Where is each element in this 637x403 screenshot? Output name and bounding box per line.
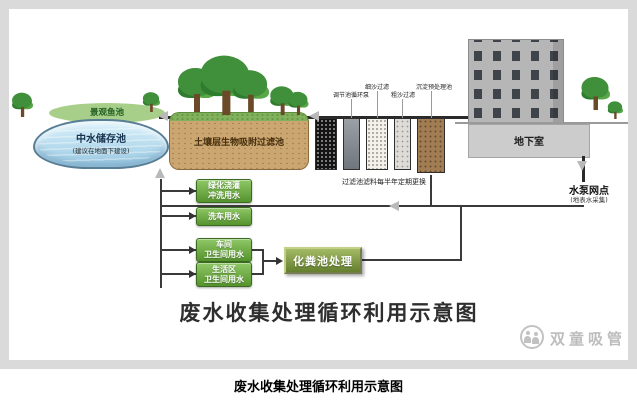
flow-septic-out [362,259,462,261]
leader-line [402,99,403,118]
leader-line [377,91,378,118]
tree-icon [231,70,269,112]
leader-line [351,99,352,118]
filter-column-gray [343,118,360,170]
flow-arrow-left-icon [309,111,319,121]
flow-line-left-riser [160,179,162,288]
flow-to-septic [264,260,278,262]
flow-arrow-down-icon [577,161,587,171]
flow-arrow-up-icon [155,168,165,178]
filter-column-carbon [315,118,337,170]
flow-column-drain [430,175,432,205]
tree-icon [580,77,610,110]
filter-column-coarse-sand [394,118,411,170]
use-box-line: 冲洗用水 [208,191,240,200]
flow-bracket-top [252,249,264,251]
storage-pond: 中水储存池 (建议在地面下建设) [33,119,169,169]
flow-stub-carwash [162,215,196,217]
diagram-title: 废水收集处理循环利用示意图 [179,301,479,325]
filter-label-coarse-sand: 粗沙过滤 [390,92,415,99]
pipe-filter-manifold [309,116,473,119]
use-box-line: 生活区 [212,264,236,274]
use-box-line: 车间 [216,240,232,249]
image-frame: 景观鱼池 土壤层生物吸附过滤池 调节池循环泵 细沙过滤 粗沙过滤 沉淀预处理池 … [0,0,637,369]
use-box-line: 卫生间用水 [204,274,244,284]
arrowhead-icon [276,257,283,265]
flow-arrow-left-icon [158,111,168,121]
pump-point-note: (地表水采集) [570,196,608,204]
flow-stub-workshop [162,249,196,251]
fish-pond-label: 景观鱼池 [89,108,124,118]
filter-media-note: 过滤池滤料每半年定期更换 [342,178,426,186]
watermark-logo-icon [520,325,544,349]
grass-patch [49,103,165,123]
filter-column-sediment [417,118,445,173]
use-box-line: 卫生间用水 [204,250,244,259]
use-box-irrigation: 绿化浇灌 冲洗用水 [196,179,252,203]
diagram-canvas: 景观鱼池 土壤层生物吸附过滤池 调节池循环泵 细沙过滤 粗沙过滤 沉淀预处理池 … [9,9,628,360]
tree-icon [11,92,33,117]
arrowhead-icon [189,187,196,195]
flow-line-return [160,205,584,207]
arrowhead-icon [189,270,196,278]
filter-label-sediment: 沉淀预处理池 [415,84,452,91]
septic-box: 化粪池处理 [284,247,362,274]
basement-label: 地下室 [514,137,544,148]
tree-icon [269,86,295,115]
storage-pond-name: 中水储存池 [76,134,126,145]
arrowhead-icon [189,246,196,254]
use-box-carwash: 洗车用水 [196,207,252,226]
filter-column-fine-sand [366,118,388,170]
use-box-living-toilet: 生活区 卫生间用水 [196,262,252,287]
storage-pond-note: (建议在地面下建设) [72,147,130,155]
filter-label-regulating-pump: 调节池循环泵 [332,92,369,99]
flow-bracket-vert [262,249,264,275]
septic-label: 化粪池处理 [293,254,353,268]
arrowhead-icon [189,212,196,220]
use-box-line: 绿化浇灌 [208,181,240,190]
use-box-line: 洗车用水 [208,211,240,221]
tree-icon [607,101,623,119]
flow-stub-irrigation [162,190,196,192]
tree-icon [288,91,309,115]
leader-line [431,91,432,118]
basement-slab [468,124,590,158]
watermark-text: 双童吸管 [550,330,627,348]
ground-line [455,122,628,124]
soil-filter-label: 土壤层生物吸附过滤池 [193,138,284,148]
flow-bracket-bottom [252,273,264,275]
flow-septic-riser [460,205,462,261]
soil-filter-mound [169,121,309,170]
filter-label-fine-sand: 细沙过滤 [364,84,389,91]
flow-stub-living [162,273,196,275]
building [468,39,564,123]
water-waves [39,125,163,163]
pump-point-name: 水泵网点 [569,186,609,197]
use-box-workshop-toilet: 车间 卫生间用水 [196,238,252,262]
caption: 废水收集处理循环利用示意图 [233,380,403,395]
tree-icon [142,92,160,112]
flow-arrow-left-icon [389,201,399,211]
